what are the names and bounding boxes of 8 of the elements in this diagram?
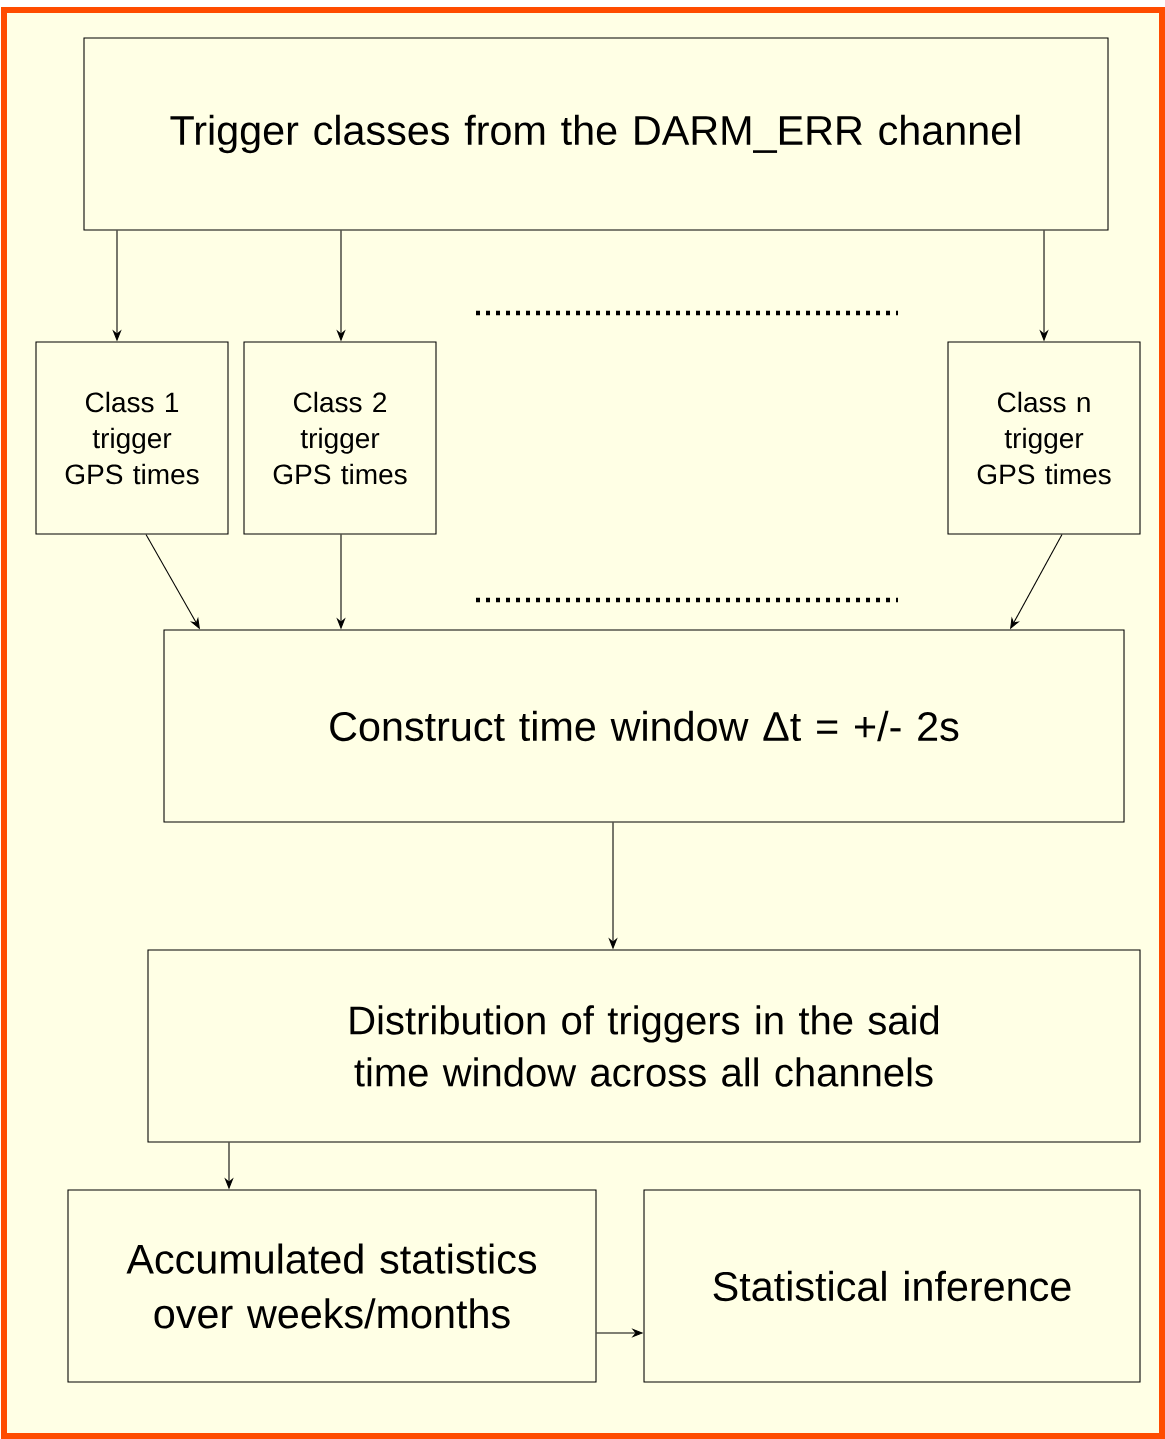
process-box: Accumulated statistics over weeks/months	[67, 1189, 597, 1383]
process-box: Distribution of triggers in the said time window across all channels	[147, 949, 1141, 1143]
process-box: Construct time window Δt = +/- 2s	[163, 629, 1125, 823]
process-box: Trigger classes from the DARM_ERR channel	[83, 37, 1109, 231]
process-box: Class n trigger GPS times	[947, 341, 1141, 535]
process-box: Class 1 trigger GPS times	[35, 341, 229, 535]
process-box: Class 2 trigger GPS times	[243, 341, 437, 535]
process-box: Statistical inference	[643, 1189, 1141, 1383]
